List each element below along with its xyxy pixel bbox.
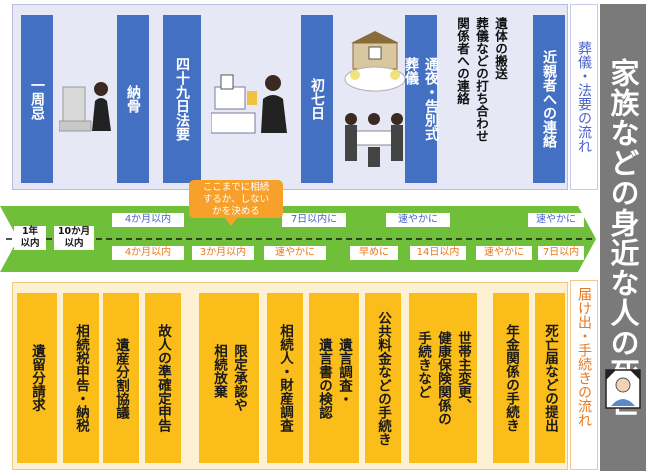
step-shinseki: 近親者への連絡 [533,15,565,183]
step-noukotsu: 納骨 [117,15,149,183]
lower-pill: 3か月以内 [192,246,254,260]
upper-pill: 速やかに [528,213,584,227]
proc-iryubun: 遺留分請求 [17,293,57,463]
proc-gentei: 限定承認や 相続放棄 [199,293,259,463]
step-shijukunichi: 四十九日法要 [163,15,201,183]
altar-mourner-icon [211,74,287,134]
proc-shiboutodoke: 死亡届などの提出 [535,293,565,463]
main-title-text: 家族などの身近な人の死亡 [606,57,640,418]
lower-pill: 速やかに [476,246,532,260]
funeral-altar-icon [344,31,406,92]
procedures-section-label: 届け出・手続きの流れ [570,280,598,470]
pallbearers-icon [345,113,403,167]
grave-visit-icon [59,82,111,132]
upper-pill: 7日以内に [282,213,346,227]
procedures-panel: 遺留分請求 相続税申告・納税 遺産分割協議 故人の準確定申告 限定承認や 相続放… [12,282,568,470]
upper-pill: 速やかに [386,213,450,227]
proc-junkakutei: 故人の準確定申告 [145,293,181,463]
step-isshuki: 一周忌 [21,15,53,183]
lower-pill: 4か月以内 [112,246,184,260]
lower-pill: 7日以内 [538,246,584,260]
callout-pointer [224,217,238,226]
proc-souzokuzei: 相続税申告・納税 [63,293,99,463]
step-tsuya: 通夜・告別式 葬儀 [403,15,439,183]
funeral-panel: 一周忌 納骨 四十九日法要 初七日 通夜・告別式 葬儀 [12,4,568,190]
proc-isanbunkatsu: 遺産分割協議 [103,293,139,463]
lower-pill: 14日以内 [410,246,466,260]
lower-pill: 速やかに [264,246,326,260]
timeline-one-year: 1年 以内 [14,226,46,250]
proc-nenkin: 年金関係の手続き [493,293,529,463]
decision-callout: ここまでに相続 するか、しない かを決める [189,180,283,218]
funeral-section-label: 葬儀・法要の流れ [570,4,598,190]
proc-setainushi: 世帯主変更、 健康保険関係の 手続きなど [409,293,477,463]
lower-pill: 早めに [350,246,398,260]
proc-yuigon: 遺言調査・ 遺言書の検認 [309,293,359,463]
memorial-portrait-icon [605,369,641,409]
timeline-ten-months: 10か月 以内 [54,226,94,250]
proc-koukyou: 公共料金などの手続き [365,293,401,463]
proc-souzokunin: 相続人・財産調査 [267,293,303,463]
timeline: 1年 以内 10か月 以内 4か月以内 7日以内に 速やかに 速やかに 4か月以… [0,196,600,282]
upper-pill: 4か月以内 [112,213,184,227]
step-tasks: 遺体の搬送 葬儀などの打ち合わせ 関係者への連絡 [455,17,508,142]
step-shonanoka: 初七日 [301,15,333,183]
